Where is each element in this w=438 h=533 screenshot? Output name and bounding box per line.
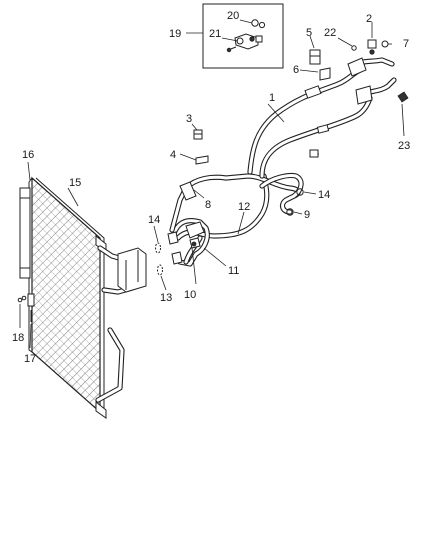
callout-11: 11 xyxy=(228,265,239,277)
callout-22: 22 xyxy=(324,27,336,39)
callout-21: 21 xyxy=(209,28,221,40)
inset-fitting-part xyxy=(234,33,263,50)
callout-4: 4 xyxy=(170,149,176,161)
callout-16: 16 xyxy=(22,149,34,161)
callout-2: 2 xyxy=(366,13,372,25)
callout-20: 20 xyxy=(227,10,239,22)
callout-13: 13 xyxy=(160,292,172,304)
block-seals xyxy=(155,242,163,276)
callout-17: 17 xyxy=(24,353,36,365)
callout-10: 10 xyxy=(184,289,196,301)
line-assembly-lower xyxy=(167,217,210,267)
inset-bolt xyxy=(226,46,237,53)
callout-18: 18 xyxy=(12,332,24,344)
callout-9: 9 xyxy=(304,209,310,221)
callout-3: 3 xyxy=(186,113,192,125)
service-caps xyxy=(193,129,203,140)
callout-14-left: 14 xyxy=(148,214,160,226)
block-fitting xyxy=(117,247,147,293)
callout-14-right: 14 xyxy=(318,189,330,201)
condenser xyxy=(28,176,107,419)
callout-7: 7 xyxy=(403,38,409,50)
upper-manifold xyxy=(309,39,409,105)
callout-1: 1 xyxy=(269,92,275,104)
discharge-line-loop xyxy=(259,172,304,216)
callout-6: 6 xyxy=(293,64,299,76)
receiver-drier xyxy=(19,187,31,279)
callout-23: 23 xyxy=(398,140,410,152)
callout-15: 15 xyxy=(69,177,81,189)
callout-12: 12 xyxy=(238,201,250,213)
drier-fasteners xyxy=(17,293,35,322)
callout-labels: 1 2 3 4 5 6 7 8 9 10 11 12 13 14 14 15 1… xyxy=(12,10,410,365)
callout-8: 8 xyxy=(205,199,211,211)
callout-19: 19 xyxy=(169,28,181,40)
callout-5: 5 xyxy=(306,27,312,39)
